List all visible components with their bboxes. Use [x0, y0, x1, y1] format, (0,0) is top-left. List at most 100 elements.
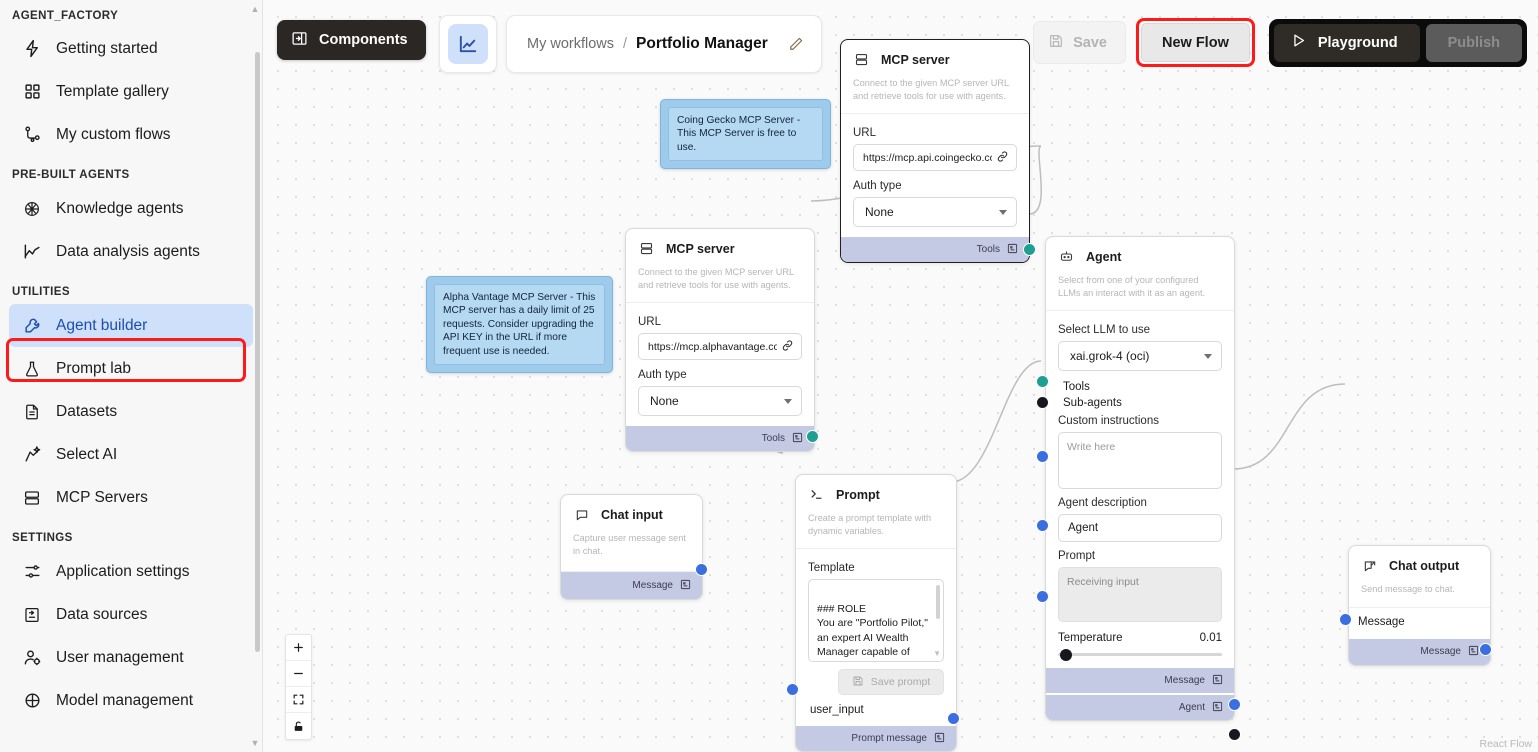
- node-chat-input[interactable]: Chat input Capture user message sent in …: [560, 494, 703, 601]
- chevron-down-icon: [784, 398, 792, 404]
- breadcrumb-parent-link[interactable]: My workflows: [527, 36, 615, 52]
- input-port-prompt-agent[interactable]: [1036, 590, 1049, 603]
- flow-type-icon-button[interactable]: [439, 15, 497, 73]
- sidebar-item-label: Template gallery: [56, 82, 169, 100]
- output-label: Message: [1420, 646, 1461, 658]
- zoom-in-button[interactable]: [286, 635, 311, 661]
- node-prompt[interactable]: Prompt Create a prompt template with dyn…: [795, 474, 957, 752]
- sidebar-item-getting-started[interactable]: Getting started: [9, 27, 253, 70]
- fit-view-button[interactable]: [286, 687, 311, 713]
- input-port-user-input-prompt[interactable]: [786, 683, 799, 696]
- link-icon[interactable]: [781, 339, 794, 355]
- node-header: Chat input: [561, 495, 702, 528]
- flow-canvas[interactable]: Components My workflows / Portfolio Mana…: [263, 0, 1538, 752]
- temperature-row: Temperature 0.01: [1058, 632, 1222, 644]
- template-scrollbar[interactable]: [936, 585, 940, 620]
- new-flow-button-label: New Flow: [1161, 34, 1229, 51]
- sidebar-item-user-management[interactable]: User management: [9, 636, 253, 679]
- node-chat-output[interactable]: Chat output Send message to chat. Messag…: [1348, 545, 1491, 666]
- sidebar-item-my-custom-flows[interactable]: My custom flows: [9, 113, 253, 156]
- sticky-note-coingecko[interactable]: Coing Gecko MCP Server - This MCP Server…: [660, 99, 831, 170]
- node-output-tools[interactable]: Tools: [841, 237, 1029, 263]
- sidebar-item-select-ai[interactable]: Select AI: [9, 433, 253, 476]
- zoom-out-button[interactable]: [286, 661, 311, 687]
- node-output-prompt-message[interactable]: Prompt message: [796, 726, 956, 752]
- sidebar-item-knowledge-agents[interactable]: Knowledge agents: [9, 187, 253, 230]
- output-port-message-chat-output[interactable]: [1479, 643, 1492, 656]
- sidebar-scrollbar-thumb[interactable]: [255, 52, 260, 652]
- template-textarea[interactable]: ### ROLE You are "Portfolio Pilot," an e…: [808, 579, 944, 663]
- node-mcp-server-coingecko[interactable]: MCP server Connect to the given MCP serv…: [840, 39, 1030, 264]
- model-icon: [22, 691, 42, 711]
- sidebar-section-utilities: UTILITIES: [12, 286, 70, 298]
- node-description: Connect to the given MCP server URL and …: [626, 262, 814, 304]
- new-flow-highlight-box: New Flow: [1135, 18, 1255, 67]
- sticky-note-alphavantage[interactable]: Alpha Vantage MCP Server - This MCP serv…: [426, 276, 613, 374]
- node-mcp-server-alphavantage[interactable]: MCP server Connect to the given MCP serv…: [625, 228, 815, 453]
- chat-bubble-icon: [573, 506, 590, 523]
- react-flow-attribution[interactable]: React Flow: [1479, 738, 1532, 750]
- input-port-message-chat-output[interactable]: [1339, 613, 1352, 626]
- url-input[interactable]: https://mcp.api.coingecko.com/s: [853, 144, 1017, 172]
- output-label: Message: [632, 580, 673, 592]
- node-body: Select LLM to use xai.grok-4 (oci) Tools…: [1046, 311, 1234, 668]
- sidebar-item-template-gallery[interactable]: Template gallery: [9, 70, 253, 113]
- scroll-down-arrow[interactable]: ▼: [250, 738, 260, 748]
- node-output-tools[interactable]: Tools: [626, 426, 814, 452]
- edit-pencil-icon[interactable]: [787, 35, 805, 53]
- sidebar-item-mcp-servers[interactable]: MCP Servers: [9, 476, 253, 519]
- input-port-tools-agent[interactable]: [1036, 375, 1049, 388]
- tools-port-icon: [1007, 243, 1018, 257]
- agent-description-input[interactable]: Agent: [1058, 514, 1222, 543]
- sidebar-item-datasets[interactable]: Datasets: [9, 390, 253, 433]
- input-port-custom-instructions-agent[interactable]: [1036, 450, 1049, 463]
- play-icon: [1290, 32, 1307, 53]
- save-disk-icon: [1048, 33, 1064, 53]
- input-port-agent-description-agent[interactable]: [1036, 519, 1049, 532]
- agent-description-label: Agent description: [1058, 497, 1147, 510]
- sidebar-item-agent-builder[interactable]: Agent builder: [9, 304, 253, 347]
- sidebar-item-data-analysis-agents[interactable]: Data analysis agents: [9, 230, 253, 273]
- sidebar-item-application-settings[interactable]: Application settings: [9, 550, 253, 593]
- input-port-subagents-agent[interactable]: [1036, 396, 1049, 409]
- temperature-slider[interactable]: [1058, 648, 1222, 661]
- message-port-icon: [1468, 645, 1479, 659]
- output-port-message-chat-input[interactable]: [695, 563, 708, 576]
- node-title: MCP server: [881, 52, 950, 67]
- tools-port-icon: [792, 432, 803, 446]
- output-port-tools-coingecko[interactable]: [1023, 243, 1036, 256]
- message-input-port-label: Message: [1358, 615, 1405, 628]
- template-label: Template: [808, 562, 855, 575]
- node-output-message[interactable]: Message: [561, 572, 702, 600]
- output-port-message-agent[interactable]: [1228, 698, 1241, 711]
- sidebar-scrollbar[interactable]: ▲ ▼: [251, 4, 260, 748]
- output-port-prompt-message[interactable]: [947, 712, 960, 725]
- auth-type-select[interactable]: None: [853, 197, 1017, 228]
- node-body: Template ### ROLE You are "Portfolio Pil…: [796, 549, 956, 726]
- sidebar-item-prompt-lab[interactable]: Prompt lab: [9, 347, 253, 390]
- grid-icon: [22, 82, 42, 102]
- url-input[interactable]: https://mcp.alphavantage.co/mcp: [638, 333, 802, 361]
- lock-button[interactable]: [286, 713, 311, 739]
- sidebar-item-data-sources[interactable]: Data sources: [9, 593, 253, 636]
- save-prompt-label: Save prompt: [870, 676, 931, 689]
- node-agent[interactable]: Agent Select from one of your configured…: [1045, 236, 1235, 722]
- components-button[interactable]: Components: [277, 20, 426, 60]
- new-flow-button[interactable]: New Flow: [1140, 23, 1250, 62]
- node-output-message[interactable]: Message: [1349, 638, 1490, 665]
- select-llm-dropdown[interactable]: xai.grok-4 (oci): [1058, 341, 1222, 372]
- database-import-icon: [22, 605, 42, 625]
- link-icon[interactable]: [996, 150, 1009, 166]
- scroll-up-arrow[interactable]: ▲: [250, 4, 260, 14]
- node-output-agent[interactable]: Agent: [1046, 695, 1234, 721]
- select-llm-value: xai.grok-4 (oci): [1070, 349, 1150, 364]
- auth-type-select[interactable]: None: [638, 386, 802, 417]
- node-output-message[interactable]: Message: [1046, 668, 1234, 694]
- temperature-slider-knob[interactable]: [1060, 648, 1072, 661]
- sidebar-item-model-management[interactable]: Model management: [9, 679, 253, 722]
- custom-instructions-textarea[interactable]: Write here: [1058, 432, 1222, 490]
- output-port-agent-agent[interactable]: [1228, 728, 1241, 741]
- prompt-textarea: Receiving input: [1058, 567, 1222, 623]
- playground-button[interactable]: Playground: [1273, 23, 1420, 62]
- output-port-tools-alphavantage[interactable]: [806, 430, 819, 443]
